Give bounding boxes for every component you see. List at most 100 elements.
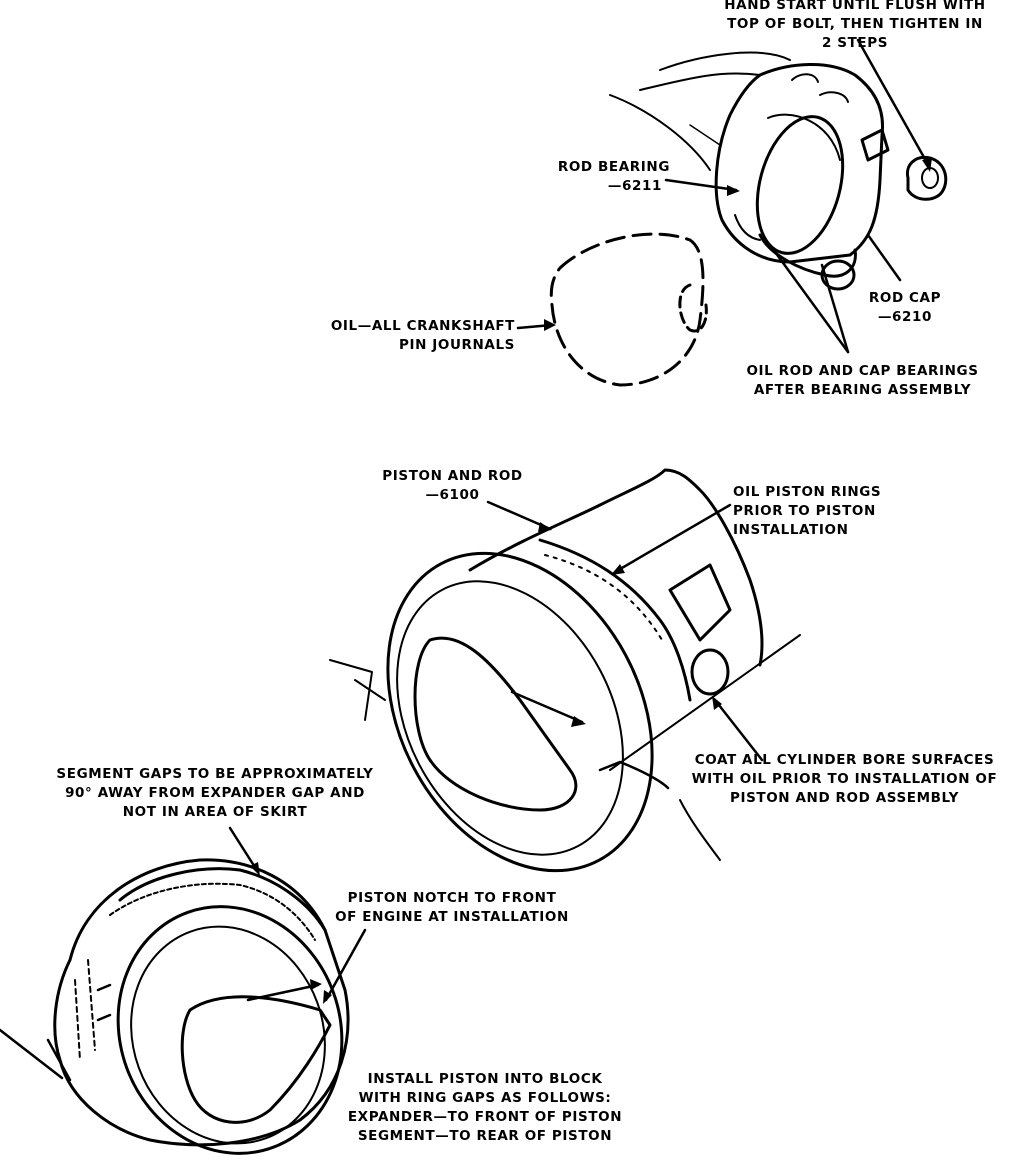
label-rod-bearing-line-2: —6211	[607, 178, 662, 194]
label-oil-piston-rings-line-2: PRIOR TO PISTON	[733, 503, 876, 519]
label-coat-cylinder-line-1: COAT ALL CYLINDER BORE SURFACES	[694, 752, 995, 768]
label-piston-notch-line-2: OF ENGINE AT INSTALLATION	[335, 909, 569, 925]
label-hand-start-line-2: TOP OF BOLT, THEN TIGHTEN IN	[727, 16, 983, 32]
leader-hand-start	[856, 38, 932, 170]
label-segment-gaps-line-3: NOT IN AREA OF SKIRT	[122, 804, 308, 820]
journal-outline	[549, 232, 705, 387]
rod-nut	[905, 155, 948, 201]
skirt-window	[668, 563, 732, 642]
arrow-piston-rod	[538, 522, 552, 532]
label-coat-cylinder-line-2: WITH OIL PRIOR TO INSTALLATION OF	[691, 771, 998, 787]
leader-piston-face-lower	[246, 983, 320, 1002]
leader-oil-rod-cap-2	[768, 243, 850, 354]
rod-detail-1	[791, 73, 819, 83]
label-rod-cap: ROD CAP —6210	[855, 289, 955, 327]
piston-face-outer	[116, 905, 344, 1155]
label-install-piston: INSTALL PISTON INTO BLOCK WITH RING GAPS…	[330, 1070, 640, 1146]
arrow-piston-face	[571, 716, 586, 727]
label-hand-start-line-1: HAND START UNTIL FLUSH WITH	[724, 0, 986, 13]
ring-side-dash-1	[74, 979, 81, 1061]
arrow-rod-bearing	[727, 185, 740, 196]
label-rod-bearing-line-1: ROD BEARING	[557, 159, 670, 175]
label-piston-notch-line-1: PISTON NOTCH TO FRONT	[347, 890, 557, 906]
label-oil-crankshaft: OIL—ALL CRANKSHAFT PIN JOURNALS	[300, 317, 515, 355]
ring-groove-2	[544, 554, 663, 641]
label-piston-notch: PISTON NOTCH TO FRONT OF ENGINE AT INSTA…	[322, 889, 582, 927]
middle-leaders	[486, 500, 764, 762]
ring-top-1	[118, 867, 327, 932]
label-segment-gaps: SEGMENT GAPS TO BE APPROXIMATELY 90° AWA…	[30, 765, 400, 822]
label-oil-piston-rings-line-3: INSTALLATION	[733, 522, 849, 538]
label-hand-start-line-3: 2 STEPS	[821, 35, 889, 51]
rod-bolt	[860, 128, 890, 162]
label-install-piston-line-3: EXPANDER—TO FRONT OF PISTON	[347, 1109, 623, 1125]
ring-gap-marks	[96, 983, 112, 1022]
label-install-piston-line-2: WITH RING GAPS AS FOLLOWS:	[358, 1090, 612, 1106]
rod-end	[598, 760, 670, 790]
bore-line-left	[329, 659, 373, 721]
label-install-piston-line-1: INSTALL PISTON INTO BLOCK	[367, 1071, 603, 1087]
label-rod-cap-line-1: ROD CAP	[868, 290, 942, 306]
label-piston-rod-line-1: PISTON AND ROD	[382, 468, 523, 484]
lower-rod-line	[0, 1028, 64, 1080]
label-segment-gaps-line-1: SEGMENT GAPS TO BE APPROXIMATELY	[56, 766, 374, 782]
piston-dish	[413, 636, 578, 812]
arrow-coat-cylinder	[712, 696, 722, 710]
arrow-piston-notch	[323, 990, 332, 1004]
piston-dish-lower	[180, 995, 332, 1124]
rod-detail-3	[734, 214, 761, 241]
piston-inner-rim	[396, 580, 624, 856]
piston-face-inner	[130, 925, 326, 1145]
piston-skirt-top	[468, 468, 764, 667]
journal-oil-hole	[678, 283, 708, 333]
crank-arc-3	[609, 94, 711, 171]
label-coat-cylinder-line-3: PISTON AND ROD ASSEMBLY	[729, 790, 960, 806]
label-oil-crankshaft-line-2: PIN JOURNALS	[398, 337, 515, 353]
leader-rod-bearing	[664, 178, 738, 192]
leader-piston-face	[510, 690, 584, 724]
piston-ring-detail	[0, 858, 350, 1155]
label-piston-rod-line-2: —6100	[425, 487, 480, 503]
leader-piston-notch	[324, 928, 367, 1002]
crank-arc-1	[659, 51, 791, 71]
label-oil-rod-cap-line-1: OIL ROD AND CAP BEARINGS	[746, 363, 979, 379]
leader-oil-rod-cap-1	[820, 263, 850, 354]
ring-top-2	[109, 882, 316, 941]
leader-rod-cap	[866, 233, 902, 282]
ring-groove-1	[538, 538, 692, 702]
rod-cap-bolt-head	[820, 259, 856, 291]
leader-piston-rod	[486, 500, 550, 530]
label-rod-bearing: ROD BEARING —6211	[530, 158, 670, 196]
label-hand-start: HAND START UNTIL FLUSH WITH TOP OF BOLT,…	[700, 0, 1010, 53]
piston-and-rod-assembly	[329, 468, 801, 873]
arrow-segment-gaps	[250, 862, 260, 876]
leader-coat-cylinder	[713, 698, 764, 762]
connecting-rod-assembly	[609, 51, 948, 291]
ring-side-dash-2	[87, 959, 96, 1051]
bore-line-left-2	[354, 679, 386, 701]
label-rod-cap-line-2: —6210	[877, 309, 933, 325]
arrow-oil-rings	[611, 564, 625, 575]
label-coat-cylinder: COAT ALL CYLINDER BORE SURFACES WITH OIL…	[672, 751, 1017, 808]
arrow-hand-start	[922, 158, 932, 172]
label-oil-rod-cap-line-2: AFTER BEARING ASSEMBLY	[753, 382, 972, 398]
crankshaft-pin-journal	[549, 232, 708, 387]
pin-boss	[690, 648, 730, 696]
rod-body	[714, 63, 885, 264]
bore-line-lower	[679, 799, 721, 861]
label-oil-piston-rings: OIL PISTON RINGS PRIOR TO PISTON INSTALL…	[733, 483, 933, 540]
top-leaders	[516, 38, 932, 354]
lower-rod-line-2	[46, 1038, 72, 1082]
label-segment-gaps-line-2: 90° AWAY FROM EXPANDER GAP AND	[65, 785, 365, 801]
crank-arc-2	[639, 72, 761, 91]
label-oil-rod-cap: OIL ROD AND CAP BEARINGS AFTER BEARING A…	[720, 362, 1005, 400]
label-oil-piston-rings-line-1: OIL PISTON RINGS	[733, 484, 882, 500]
leader-oil-rings	[613, 503, 732, 574]
piston-outer-rim	[386, 551, 654, 873]
label-install-piston-line-4: SEGMENT—TO REAR OF PISTON	[357, 1128, 613, 1144]
bearing-shell-edge	[767, 113, 841, 161]
label-piston-rod: PISTON AND ROD —6100	[370, 467, 535, 505]
crank-arc-4	[689, 124, 721, 146]
